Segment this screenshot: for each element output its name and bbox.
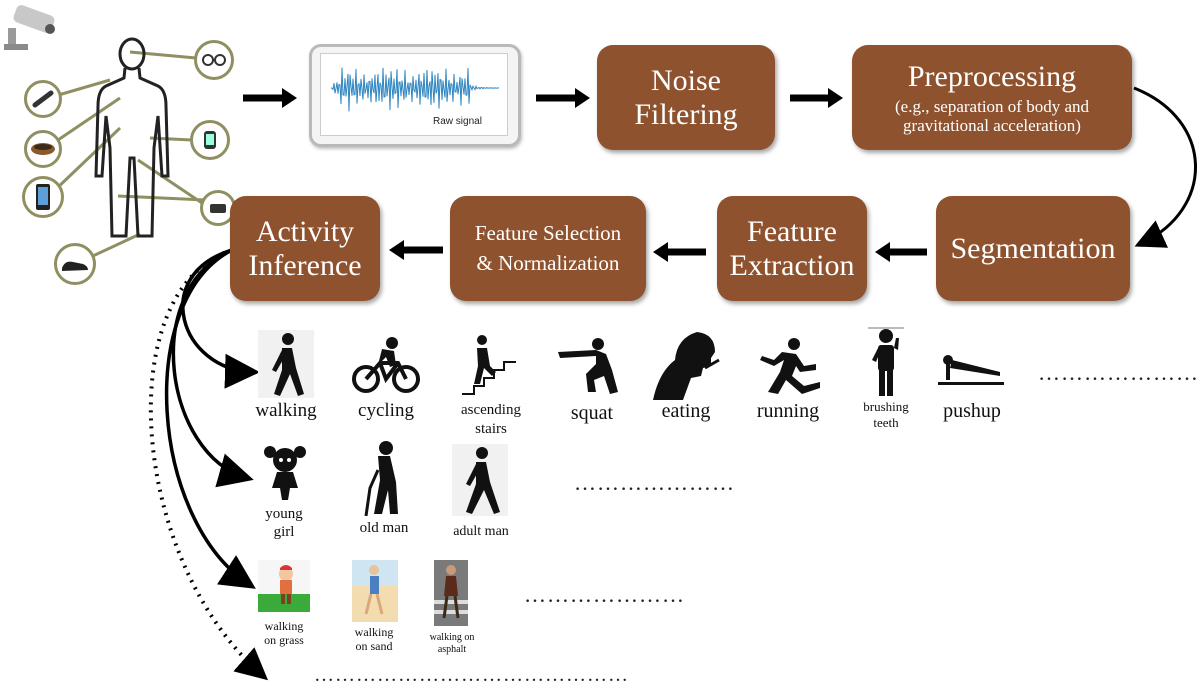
eating-label: eating — [661, 400, 711, 422]
smartwatch-sensor-icon — [190, 120, 230, 160]
raw-signal-label: Raw signal — [433, 116, 482, 127]
smart-glasses-sensor-icon — [194, 40, 234, 80]
raw-signal-panel: Raw signal — [309, 44, 521, 147]
feature-selection-line1: Feature Selection — [474, 220, 622, 245]
running-icon — [754, 336, 822, 396]
walking-on-grass-image — [258, 560, 310, 612]
segmentation-title: Segmentation — [950, 231, 1116, 265]
feature-selection-line2: & Normalization — [476, 250, 620, 275]
feature-extraction-box: Feature Extraction — [717, 196, 867, 301]
human-body-outline-icon — [88, 36, 178, 241]
activity-inference-box: Activity Inference — [230, 196, 380, 301]
walking-on-sand-label-line2: on sand — [355, 639, 393, 653]
raw-signal-waveform — [330, 67, 500, 112]
surfaces-more-dots: ………………… — [524, 582, 685, 607]
adult-man-label: adult man — [453, 524, 509, 539]
feature-selection-box: Feature Selection & Normalization — [450, 196, 646, 301]
activities-more-dots: ………………… — [1038, 360, 1199, 385]
walking-on-grass-label-line2: on grass — [264, 633, 304, 647]
flow-arrows — [243, 88, 927, 262]
pushup-label: pushup — [943, 400, 1001, 422]
young-girl-label-line1: young — [265, 506, 303, 522]
inference-dotted-arrow — [148, 248, 269, 681]
old-man-label: old man — [359, 520, 409, 536]
bracelet-sensor-icon — [24, 130, 62, 168]
walking-label: walking — [255, 400, 317, 421]
brushing-label-line1: brushing — [863, 399, 909, 414]
ascending-label-line2: stairs — [475, 421, 507, 437]
inference-fan-arrows — [164, 248, 260, 589]
noise-filtering-box: Noise Filtering — [597, 45, 775, 150]
camera-icon — [2, 2, 58, 58]
bottom-more-dots: ……………………………………… — [314, 664, 629, 686]
young-girl-icon — [262, 444, 308, 500]
old-man-icon — [360, 440, 410, 516]
shoe-sensor-icon — [54, 243, 96, 285]
walking-on-asphalt-label-line2: asphalt — [437, 644, 467, 655]
squat-icon — [556, 334, 628, 396]
activity-inference-line1: Activity — [255, 214, 355, 248]
brushing-label-line2: teeth — [873, 415, 899, 430]
curve-arrow-preprocessing-segmentation — [1133, 86, 1197, 248]
noise-filtering-line1: Noise — [651, 63, 721, 97]
squat-label: squat — [570, 402, 614, 424]
cycling-label: cycling — [358, 400, 414, 421]
running-label: running — [756, 400, 820, 422]
ascending-stairs-icon — [460, 332, 518, 396]
preprocessing-title: Preprocessing — [907, 59, 1077, 93]
activity-inference-line2: Inference — [248, 248, 362, 282]
ascending-label-line1: ascending — [461, 402, 521, 418]
brushing-teeth-icon — [866, 326, 906, 398]
people-more-dots: ………………… — [574, 470, 735, 495]
cycling-icon — [352, 335, 420, 397]
feature-extraction-line2: Extraction — [729, 248, 855, 282]
preprocessing-sub1: (e.g., separation of body and — [894, 97, 1090, 117]
walking-on-asphalt-label-line1: walking on — [429, 632, 475, 643]
raw-signal-screen: Raw signal — [320, 53, 508, 136]
preprocessing-box: Preprocessing (e.g., separation of body … — [852, 45, 1132, 150]
walking-on-sand-image — [352, 560, 398, 622]
adult-man-icon — [452, 444, 508, 516]
eating-icon — [653, 328, 723, 400]
microphone-sensor-icon — [24, 80, 62, 118]
pushup-icon — [936, 352, 1006, 388]
feature-extraction-line1: Feature — [747, 214, 837, 248]
young-girl-label-line2: girl — [273, 524, 295, 540]
walking-on-sand-label-line1: walking — [354, 625, 394, 639]
walking-on-grass-label-line1: walking — [264, 619, 304, 633]
walking-icon — [258, 330, 314, 398]
noise-filtering-line2: Filtering — [634, 97, 738, 131]
walking-on-asphalt-image — [434, 560, 468, 626]
preprocessing-sub2: gravitational acceleration) — [903, 116, 1081, 136]
smartphone-sensor-icon — [22, 176, 64, 218]
segmentation-box: Segmentation — [936, 196, 1130, 301]
